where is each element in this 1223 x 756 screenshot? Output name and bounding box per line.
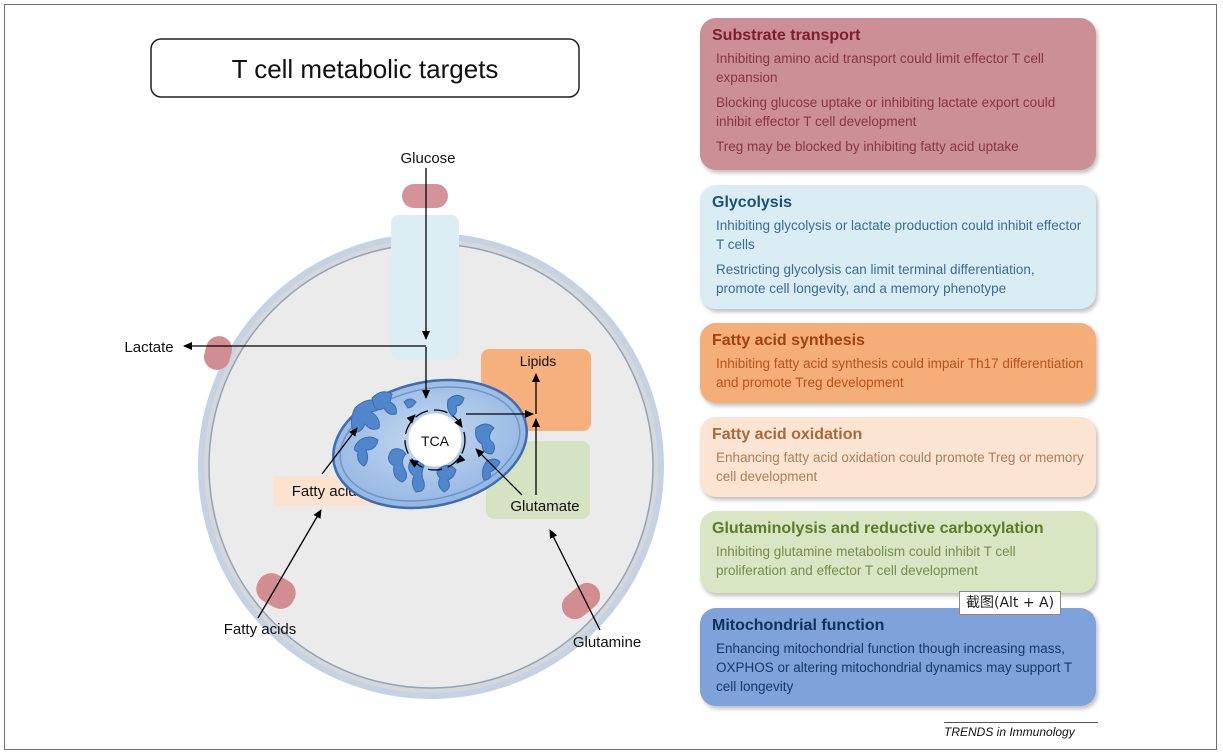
lipids-label: Lipids	[520, 353, 557, 369]
metabolism-diagram: T cell metabolic targets Lipids Fatty ac…	[124, 38, 664, 699]
panel-title: Glycolysis	[712, 194, 793, 211]
panel-item: Enhancing fatty acid oxidation could pro…	[716, 450, 1084, 484]
screenshot-tooltip: 截图(Alt + A)	[959, 591, 1062, 615]
panel-title: Glutaminolysis and reductive carboxylati…	[712, 520, 1044, 537]
lactate-label: Lactate	[124, 339, 173, 356]
fatty-acids-outer-label: Fatty acids	[224, 621, 297, 638]
panel-item: Inhibiting glycolysis or lactate product…	[716, 218, 1082, 252]
panel-title: Fatty acid oxidation	[712, 426, 863, 443]
panel-substrate-transport: Substrate transport Inhibiting amino aci…	[700, 18, 1096, 170]
panel-fatty-acid-synthesis: Fatty acid synthesis Inhibiting fatty ac…	[700, 323, 1096, 403]
panel-item: Inhibiting fatty acid synthesis could im…	[716, 356, 1084, 390]
glutamine-transporter	[561, 582, 601, 620]
panel-glutaminolysis: Glutaminolysis and reductive carboxylati…	[700, 511, 1096, 593]
pathway-arrows	[183, 168, 601, 631]
journal-credit: TRENDS in Immunology	[944, 722, 1098, 739]
panel-title: Mitochondrial function	[712, 617, 885, 634]
panel-item: Enhancing mitochondrial function though …	[716, 641, 1072, 694]
mitochondrion	[332, 378, 528, 510]
glucose-transporter	[402, 184, 448, 208]
glycolysis-region	[391, 215, 459, 360]
glutamine-label: Glutamine	[573, 634, 641, 651]
panel-mitochondrial-function: Mitochondrial function Enhancing mitocho…	[700, 608, 1096, 706]
panel-title: Substrate transport	[712, 27, 861, 44]
panel-glycolysis: Glycolysis Inhibiting glycolysis or lact…	[700, 185, 1096, 309]
lactate-transporter	[203, 336, 233, 370]
panel-item: Inhibiting glutamine metabolism could in…	[716, 544, 1016, 578]
glutamate-label: Glutamate	[510, 498, 579, 515]
glucose-label: Glucose	[400, 150, 455, 167]
title-box	[150, 38, 580, 98]
panel-title: Fatty acid synthesis	[712, 332, 865, 349]
tca-label: TCA	[421, 433, 450, 449]
panel-fatty-acid-oxidation: Fatty acid oxidation Enhancing fatty aci…	[700, 417, 1096, 497]
panel-item: Treg may be blocked by inhibiting fatty …	[716, 139, 1019, 154]
panel-item: Blocking glucose uptake or inhibiting la…	[716, 95, 1056, 129]
fatty-acid-transporter	[256, 573, 296, 609]
diagram-title: T cell metabolic targets	[232, 54, 499, 84]
panel-item: Inhibiting amino acid transport could li…	[716, 51, 1044, 85]
panel-item: Restricting glycolysis can limit termina…	[716, 262, 1035, 296]
